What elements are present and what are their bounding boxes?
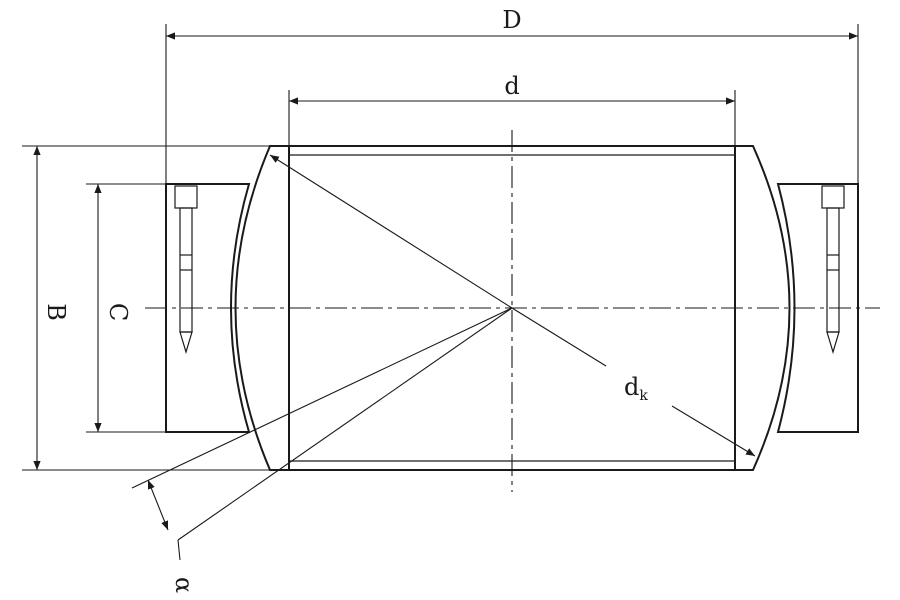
label-bore-diameter: d <box>504 72 519 100</box>
outer-ring-left-body <box>165 183 251 433</box>
dimension-sphere-diameter-lower-b <box>671 405 756 457</box>
label-tilt-angle: α <box>170 577 198 593</box>
label-sphere-diameter: dk <box>624 373 648 404</box>
label-outer-width: C <box>104 303 132 321</box>
outer-ring-right-body <box>776 183 859 433</box>
lube-bore-left <box>174 185 198 355</box>
extension-lines <box>22 24 859 471</box>
inner-ring-right <box>734 145 791 471</box>
tilt-angle-construction <box>131 307 513 561</box>
outer-ring-left <box>165 183 251 433</box>
label-inner-width: B <box>42 303 70 321</box>
dimension-sphere-diameter-lower-a <box>511 307 607 367</box>
lube-bore-right <box>821 185 845 355</box>
dimension-sphere-diameter-upper <box>269 154 513 309</box>
label-outer-diameter: D <box>502 6 521 34</box>
outer-ring-right <box>776 183 859 433</box>
